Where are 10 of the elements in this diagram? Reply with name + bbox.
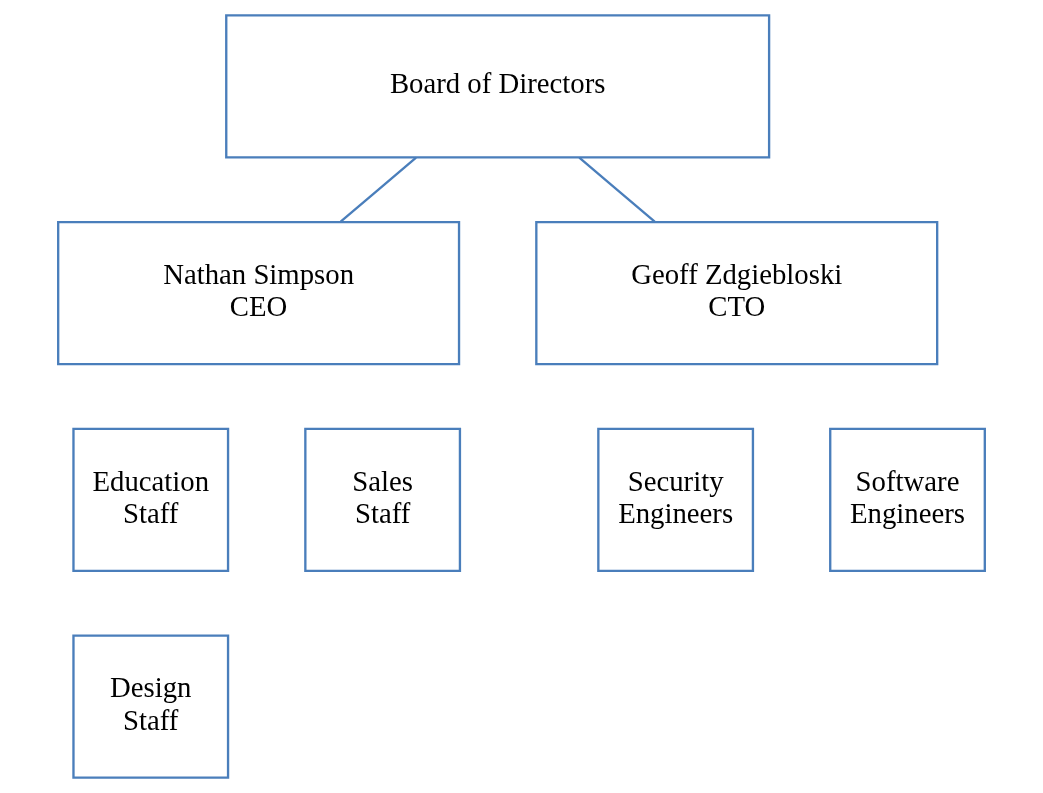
node-box: Board of Directors [225,14,771,159]
connector [578,156,656,223]
node-box: Nathan Simpson CEO [57,220,461,366]
node-box: Education Staff [72,427,230,573]
node-box: Design Staff [72,634,230,779]
node-box: Geoff Zdgiebloski CTO [535,220,939,366]
connector [339,156,417,223]
node-box: Software Engineers [829,427,986,573]
node-box: Sales Staff [304,427,462,573]
node-box: Security Engineers [597,427,755,573]
